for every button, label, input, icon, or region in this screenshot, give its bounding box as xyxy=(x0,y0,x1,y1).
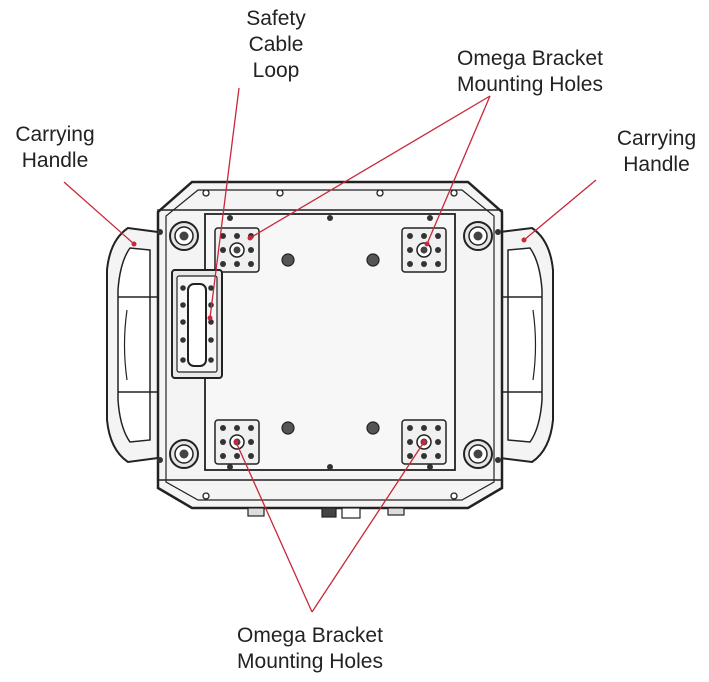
leader-handle-left xyxy=(63,181,135,245)
left-carrying-handle xyxy=(106,226,159,464)
leader-handle-right xyxy=(523,179,597,241)
callout-endpoints xyxy=(131,235,527,445)
callout-leaders xyxy=(63,87,597,613)
leader-omega-top-left xyxy=(249,95,491,239)
carrying-handle-right-label: Carrying Handle xyxy=(616,127,697,176)
leader-omega-top-right xyxy=(426,95,491,245)
leader-omega-bottom-right xyxy=(311,441,425,613)
leader-safety-cable-loop xyxy=(209,87,240,319)
omega-bracket-bottom-label: Omega Bracket Mounting Holes xyxy=(237,624,383,673)
omega-plate-top-left xyxy=(214,227,260,273)
right-carrying-handle xyxy=(499,226,554,464)
omega-bracket-top-label: Omega Bracket Mounting Holes xyxy=(457,47,603,96)
carrying-handle-left-label: Carrying Handle xyxy=(15,123,95,172)
safety-cable-loop xyxy=(171,269,223,379)
safety-cable-loop-label: Safety Cable Loop xyxy=(246,7,306,82)
omega-plate-top-right xyxy=(401,227,447,273)
leader-omega-bottom-left xyxy=(235,441,313,613)
